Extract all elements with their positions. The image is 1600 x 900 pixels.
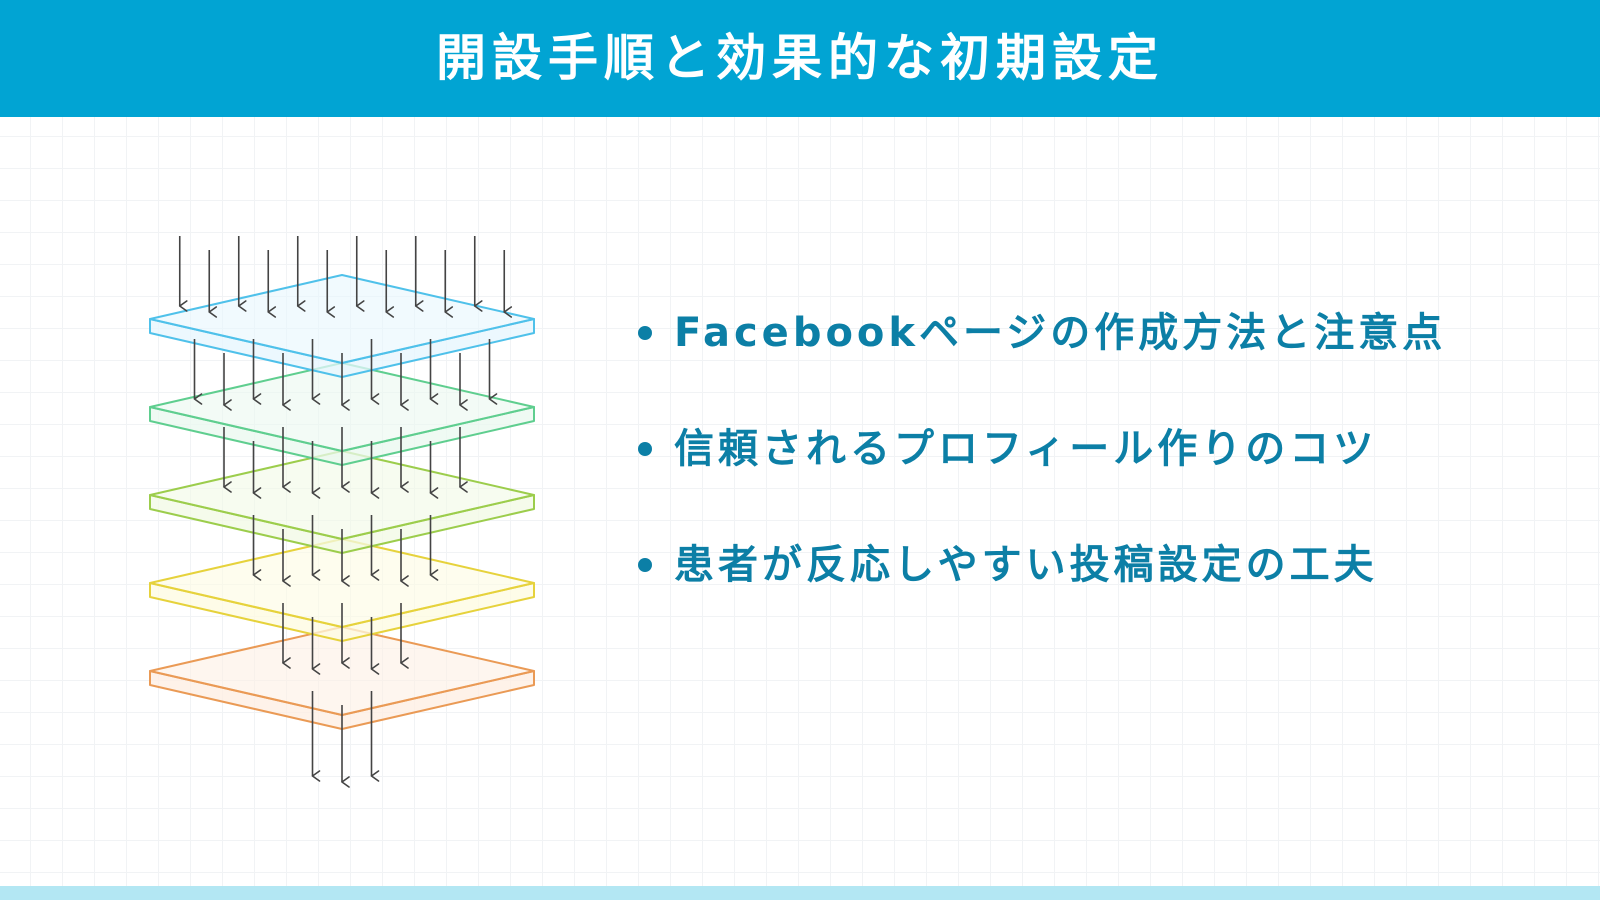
bullet-item-profile-tips: 信頼されるプロフィール作りのコツ	[638, 416, 1446, 482]
bullet-text: 信頼されるプロフィール作りのコツ	[674, 426, 1378, 472]
bullet-dot-icon	[638, 326, 652, 340]
bullet-dot-icon	[638, 442, 652, 456]
header-bar: 開設手順と効果的な初期設定	[0, 0, 1600, 117]
bullet-list: Facebookページの作成方法と注意点 信頼されるプロフィール作りのコツ 患者…	[638, 300, 1446, 648]
flow-arrows	[178, 236, 513, 788]
footer-bar	[0, 886, 1600, 900]
bullet-item-post-settings: 患者が反応しやすい投稿設定の工夫	[638, 532, 1446, 598]
layered-filter-diagram	[149, 236, 535, 788]
bullet-item-create-page: Facebookページの作成方法と注意点	[638, 300, 1446, 366]
bullet-text: Facebookページの作成方法と注意点	[674, 310, 1447, 356]
bullet-dot-icon	[638, 558, 652, 572]
layer-top	[149, 274, 535, 364]
bullet-text: 患者が反応しやすい投稿設定の工夫	[674, 542, 1378, 588]
page-title: 開設手順と効果的な初期設定	[436, 28, 1164, 87]
